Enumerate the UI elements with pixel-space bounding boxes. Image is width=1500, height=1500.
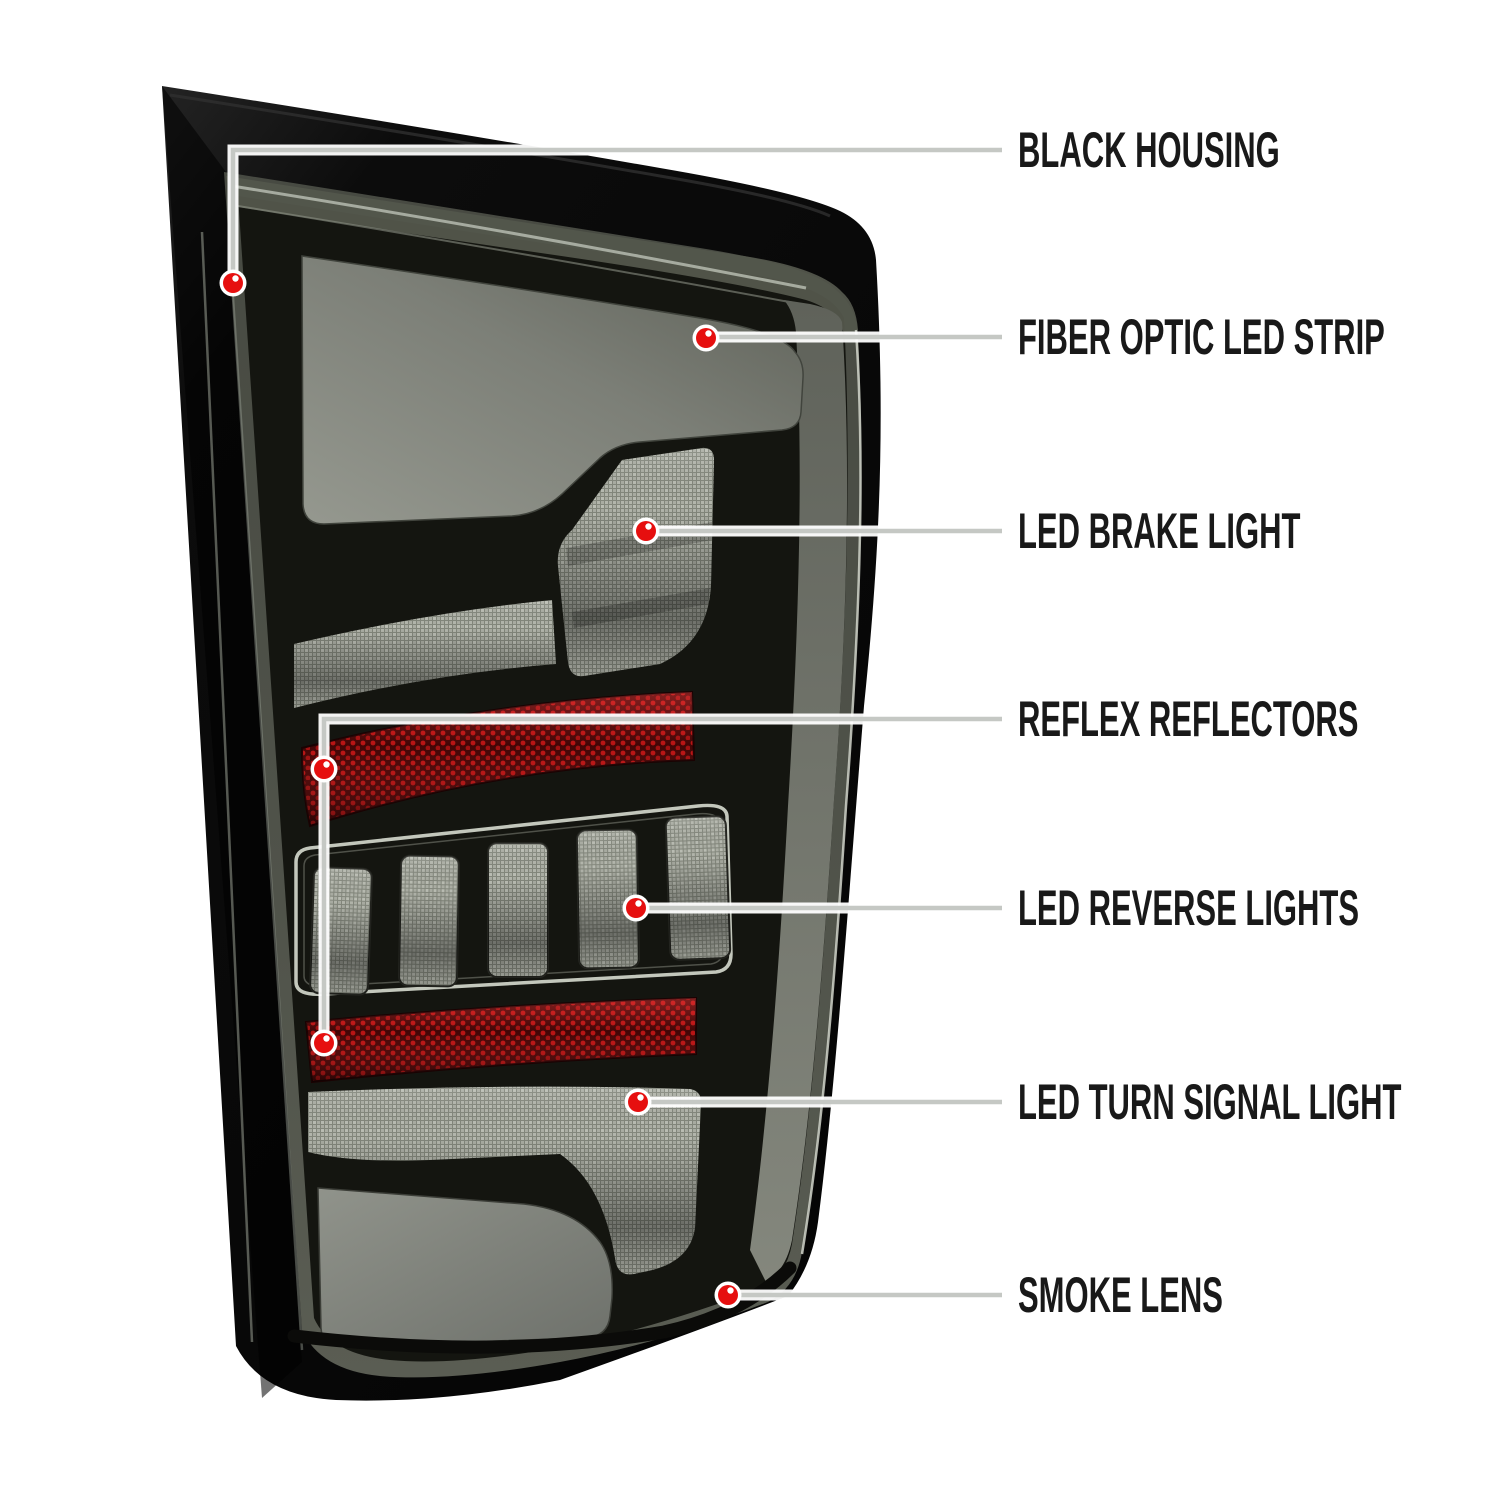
- callout-label-fiber-optic: FIBER OPTIC LED STRIP: [1018, 309, 1385, 365]
- callout-label-black-housing: BLACK HOUSING: [1018, 122, 1280, 178]
- callout-label-brake-light: LED BRAKE LIGHT: [1018, 503, 1301, 559]
- callout-label-reverse-lights: LED REVERSE LIGHTS: [1018, 880, 1360, 936]
- callout-dot-reverse-lights: [622, 894, 650, 922]
- reverse-cluster-outline: [294, 803, 733, 996]
- callout-label-smoke-lens: SMOKE LENS: [1018, 1267, 1223, 1323]
- leader-line-black-housing: [230, 147, 1002, 283]
- lens-left-highlight-2: [228, 251, 304, 1351]
- turn-signal-shading: [308, 1086, 702, 1275]
- callout-dot-smoke-lens: [714, 1281, 742, 1309]
- callout-label-reflex-reflectors: REFLEX REFLECTORS: [1018, 691, 1359, 747]
- callout-dot-reflex-lower: [310, 1029, 338, 1057]
- housing-top-highlight: [169, 93, 831, 218]
- callout-dot-reflex-upper: [310, 755, 338, 783]
- lens-right-band: [750, 300, 848, 1282]
- callout-dot-brake-light: [632, 517, 660, 545]
- taillight-illustration: [162, 86, 881, 1401]
- callout-dot-black-housing: [219, 269, 247, 297]
- callout-dot-turn-signal: [624, 1088, 652, 1116]
- brake-light-shading: [557, 447, 714, 677]
- brake-light-band-line-2: [572, 588, 710, 628]
- leader-line-reflex-reflectors: [321, 716, 1002, 1043]
- led-strip-panel: [301, 255, 804, 525]
- callout-dots: [219, 269, 742, 1309]
- callout-dot-fiber-optic: [692, 324, 720, 352]
- lens-top-rim-highlight: [231, 184, 807, 290]
- reflex-reflector-upper-shine: [302, 692, 694, 826]
- reflex-reflector-lower-shine: [306, 998, 696, 1082]
- led-reverse-bars: [309, 815, 732, 996]
- brake-light-lower-strip-shade: [294, 600, 556, 708]
- lens-top-strip: [226, 176, 858, 334]
- lens-top-rim-highlight-2: [237, 205, 801, 305]
- lens-left-highlight-1: [200, 231, 254, 1343]
- callout-leader-lines: [227, 144, 1002, 1301]
- lens-right-rim-highlight: [800, 329, 862, 1255]
- callout-label-turn-signal: LED TURN SIGNAL LIGHT: [1018, 1074, 1402, 1130]
- housing-side-face: [162, 86, 302, 1398]
